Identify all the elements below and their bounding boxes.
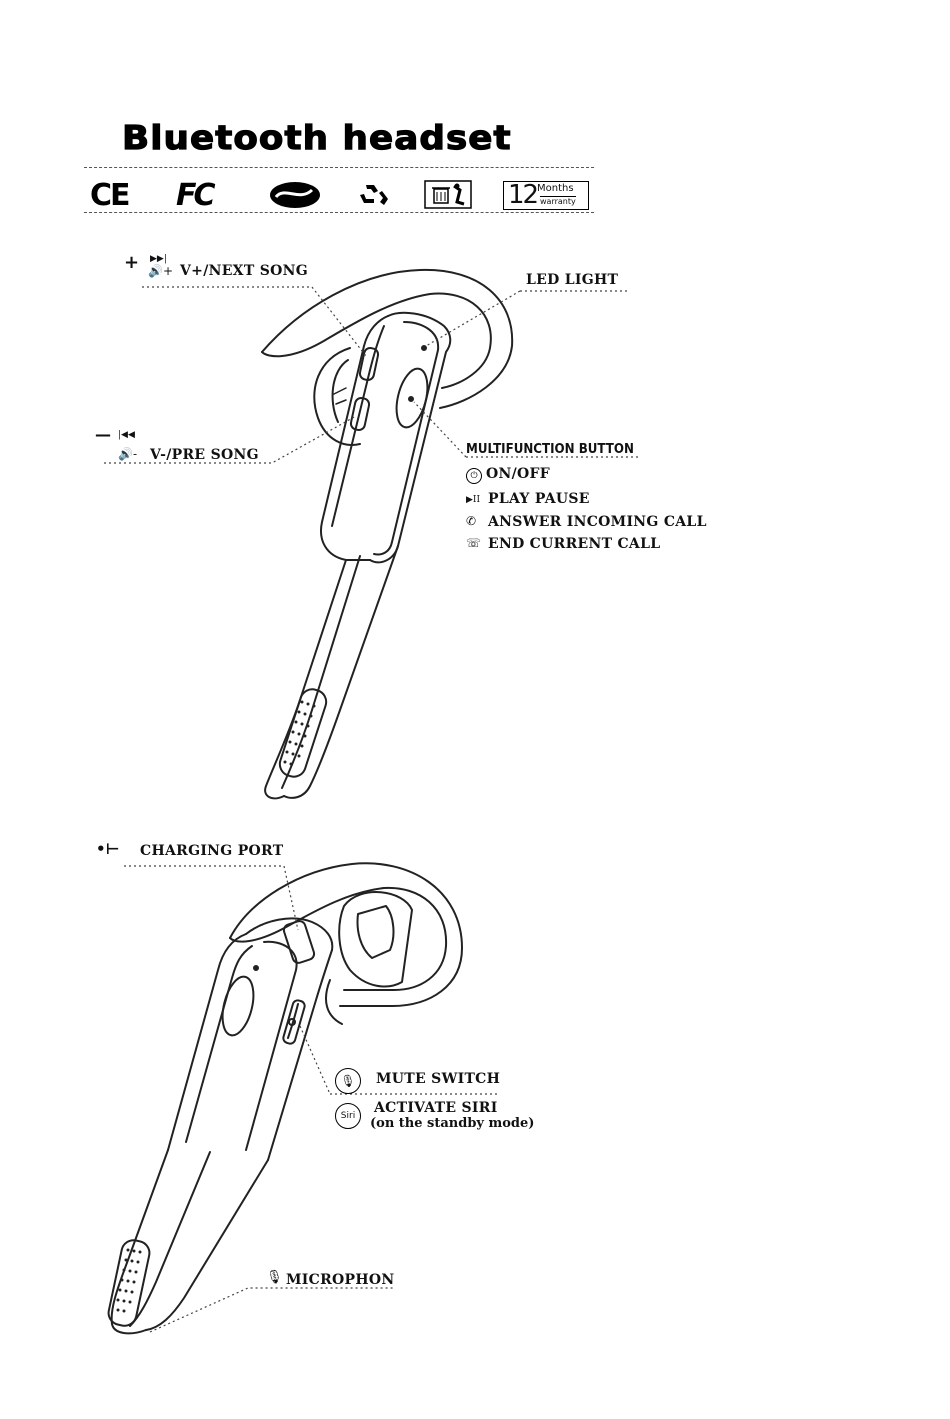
led-label: LED LIGHT <box>526 272 618 288</box>
fcc-mark: FC <box>176 178 213 213</box>
wheelie-bin-icon <box>424 180 472 210</box>
siri-icon: Siri <box>335 1103 361 1129</box>
warranty-months: Months <box>537 183 574 194</box>
volume-down-icon: 🔊- <box>118 447 137 461</box>
multifunction-label: MULTIFUNCTION BUTTON <box>466 441 634 457</box>
mute-switch-label: MUTE SWITCH <box>376 1071 500 1087</box>
warranty-badge: 12 Months warranty <box>503 181 589 210</box>
mute-icon: 🎙 <box>335 1068 361 1094</box>
led-dot <box>422 346 426 350</box>
page-title: Bluetooth headset <box>122 118 512 157</box>
ce-mark: CE <box>90 178 129 213</box>
mic-grille <box>106 1238 151 1328</box>
ear-hook <box>230 863 462 1006</box>
power-icon: ⏻ <box>466 468 482 484</box>
vol-down-label: V-/PRE SONG <box>150 447 259 463</box>
activate-siri-note: (on the standby mode) <box>370 1116 534 1131</box>
microphone-icon: 🎙 <box>266 1270 283 1285</box>
function-end-call: END CURRENT CALL <box>488 536 660 552</box>
ear-hook <box>262 270 512 408</box>
function-on-off: ON/OFF <box>486 466 550 482</box>
divider-bottom <box>84 212 594 213</box>
divider-top <box>84 167 594 168</box>
microphone-label: MICROPHON <box>286 1272 394 1288</box>
activate-siri-label: ACTIVATE SIRI <box>374 1100 498 1116</box>
function-answer-call: ANSWER INCOMING CALL <box>488 514 707 530</box>
green-dot-icon <box>268 180 324 210</box>
recycle-icon <box>352 181 396 209</box>
headset-body <box>168 934 246 1150</box>
charging-port-label: CHARGING PORT <box>140 843 283 859</box>
warranty-number: 12 <box>508 180 537 210</box>
minus-icon: — <box>95 425 111 444</box>
prev-track-icon: |◀◀ <box>118 430 135 440</box>
ear-bud <box>314 348 360 445</box>
boom-arm <box>265 560 346 798</box>
phone-answer-icon: ✆ <box>466 514 476 528</box>
phone-hangup-icon: ☏ <box>466 536 481 550</box>
volume-up-icon: 🔊+ <box>148 264 173 278</box>
plus-icon: + <box>124 252 139 273</box>
usb-icon: •⊢ <box>96 840 119 858</box>
vol-up-label: V+/NEXT SONG <box>180 263 308 279</box>
mic-grille <box>277 686 330 780</box>
next-track-icon: ▶▶| <box>150 254 167 264</box>
play-pause-icon: ▶II <box>466 495 480 505</box>
multifunction-button-shape <box>217 974 259 1039</box>
function-play-pause: PLAY PAUSE <box>488 491 590 507</box>
warranty-word: warranty <box>540 196 576 206</box>
led-dot <box>254 966 258 970</box>
ear-bud <box>339 892 412 986</box>
headset-diagram-back <box>0 830 950 1350</box>
